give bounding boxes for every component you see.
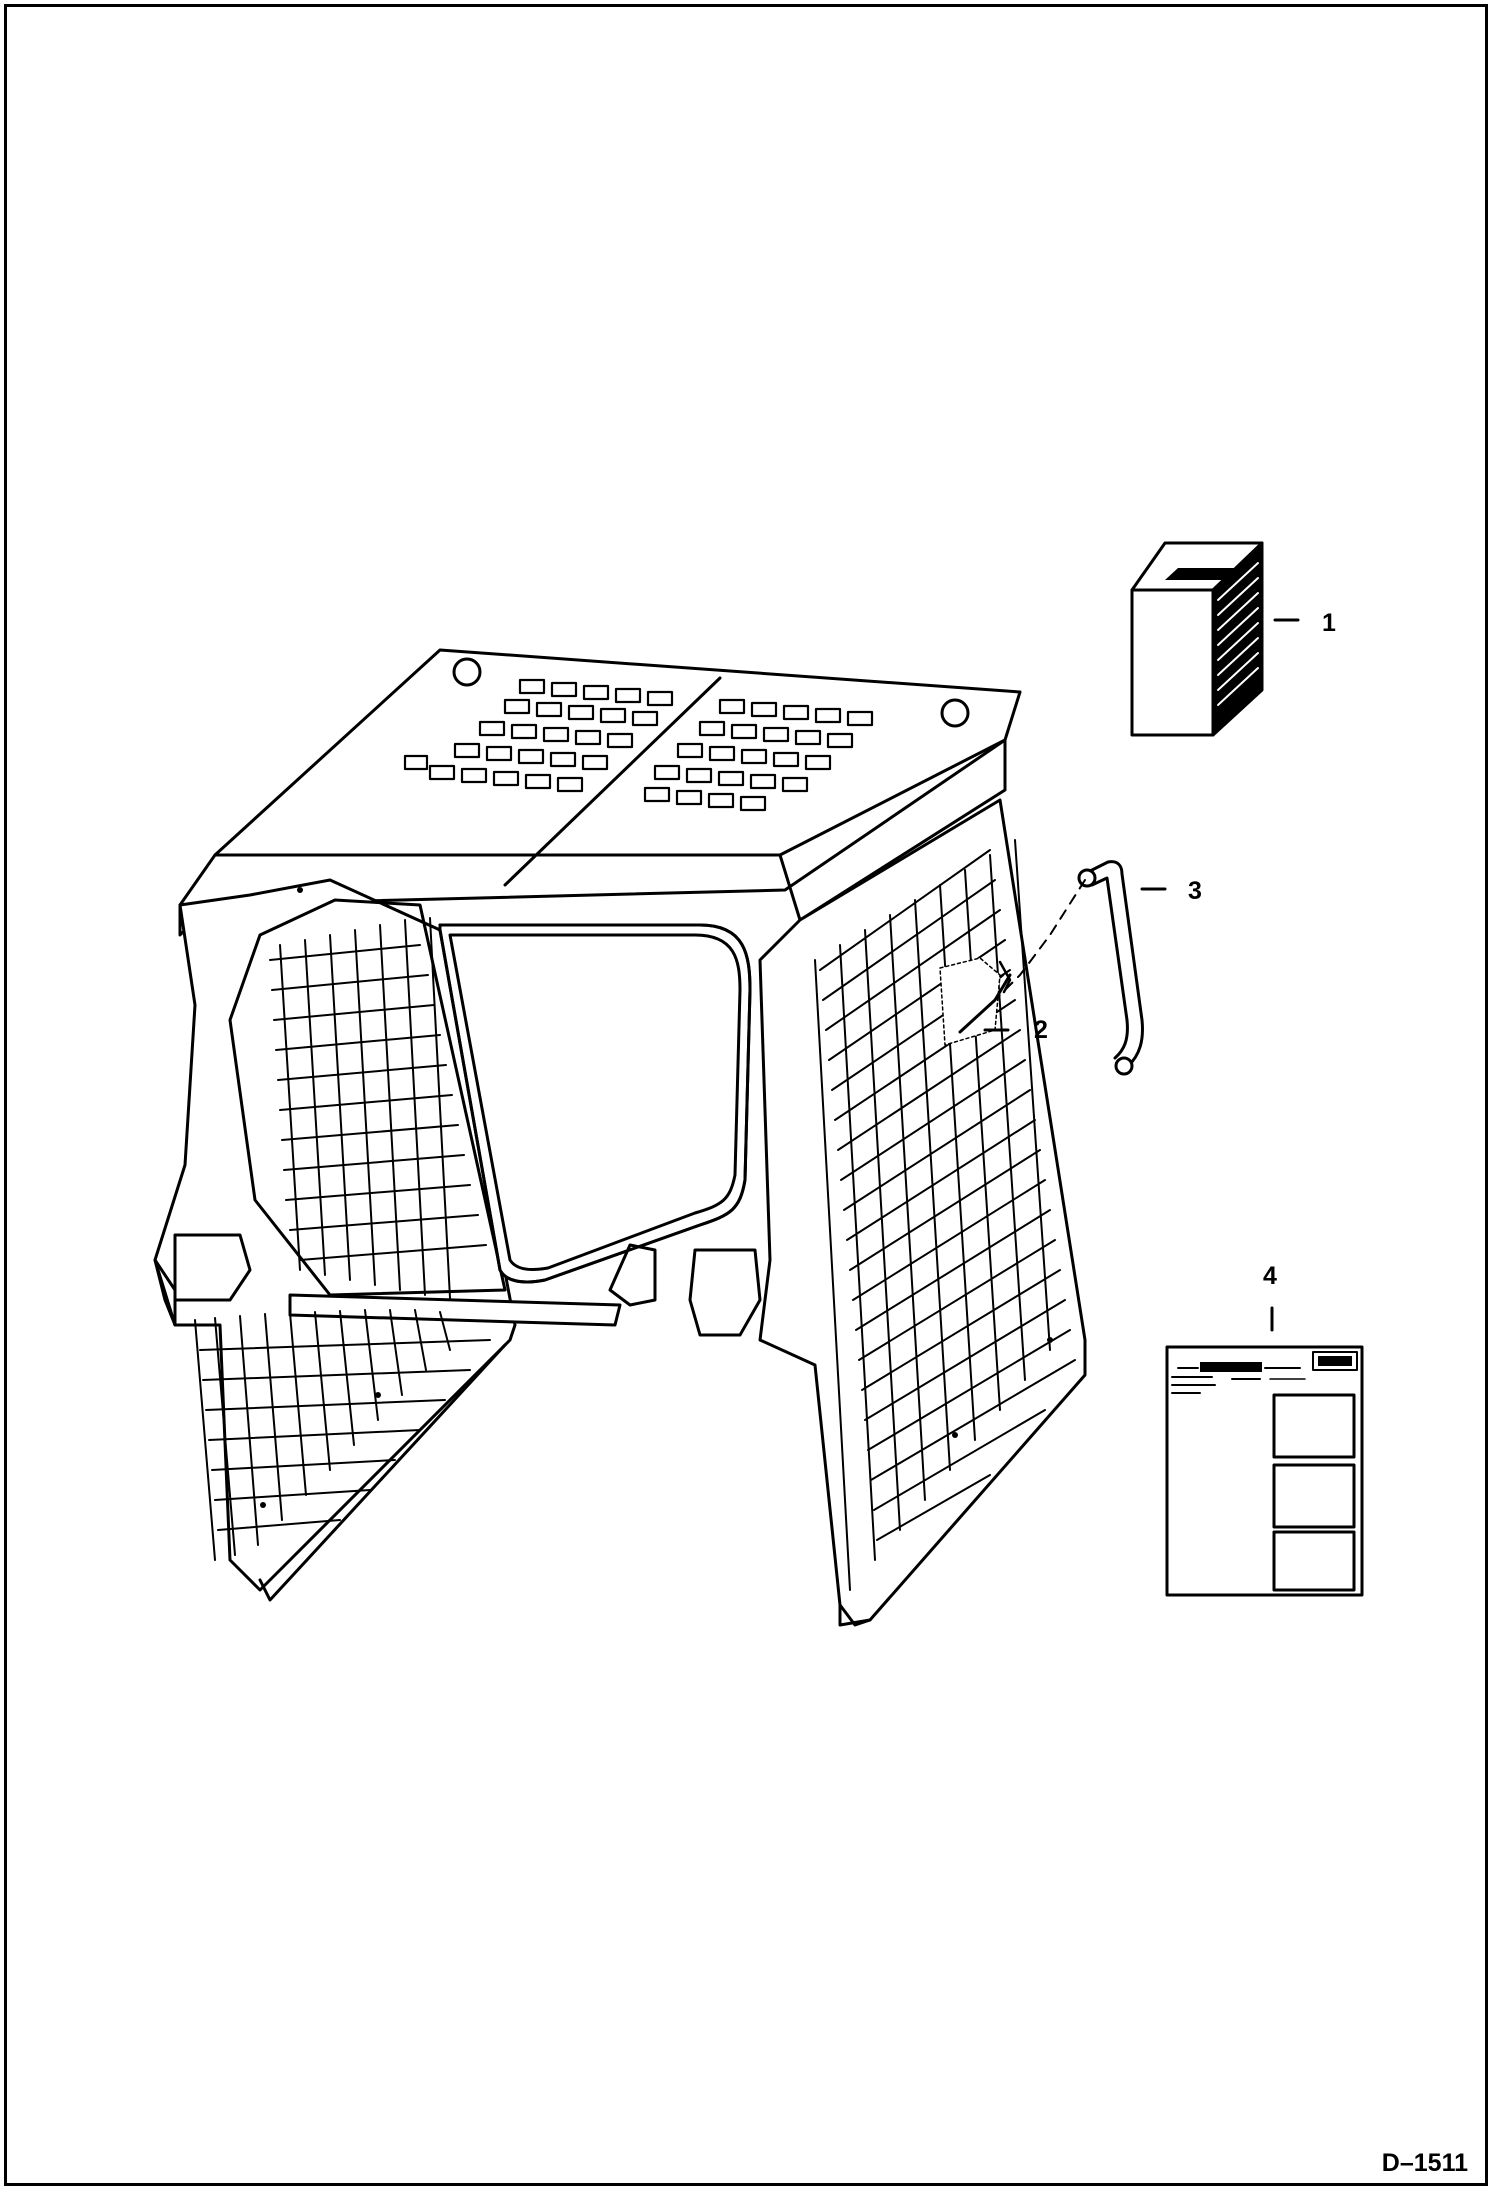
cab-left-panel (153, 878, 517, 1592)
drawing-number: D–1511 (1381, 2149, 1468, 2177)
item-3-handle (1077, 860, 1144, 1076)
item-1-block (1130, 541, 1264, 737)
item-4-decal (1165, 1345, 1364, 1597)
roof-hole-left (452, 657, 482, 687)
left-grille (194, 917, 491, 1561)
callout-1: 1 (1322, 609, 1336, 637)
drawing-border (4, 4, 1488, 2186)
callout-4: 4 (1263, 1262, 1277, 1290)
callout-3: 3 (1188, 877, 1202, 905)
cab-roof (213, 648, 1022, 857)
item-2-bolt (939, 879, 1086, 1046)
roof-grille (403, 678, 874, 812)
right-grille (814, 839, 1076, 1591)
cab-right-panel (758, 798, 1087, 1627)
callout-leaders (983, 618, 1300, 1332)
callout-2: 2 (1034, 1016, 1048, 1044)
roof-hole-right (940, 698, 970, 728)
